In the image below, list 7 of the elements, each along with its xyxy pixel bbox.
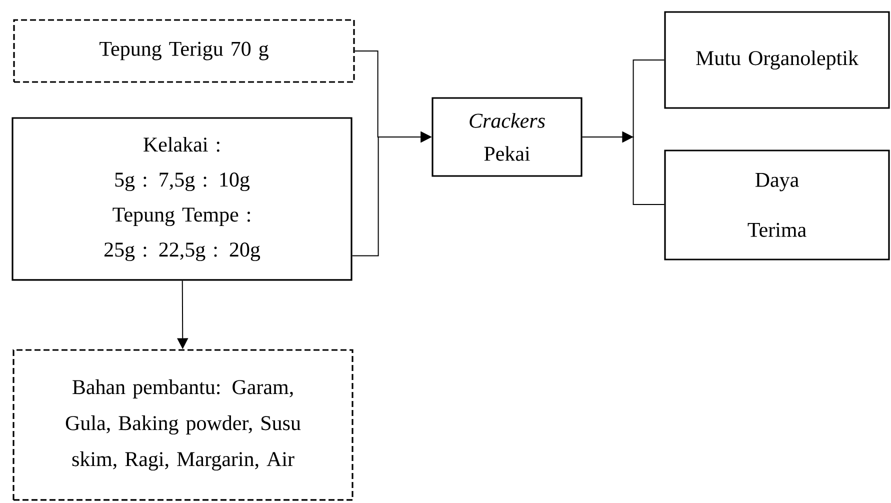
process-box: Mutu Organoleptik <box>664 11 890 109</box>
process-box: Daya Terima <box>664 150 890 260</box>
process-box: Kelakai : 5g : 7,5g : 10g Tepung Tempe : 25g : 22,5g : 20g <box>12 117 352 281</box>
arrow <box>582 131 665 205</box>
dashed-box: Bahan pembantu: Garam, Gula, Baking powder, Susu skim, Ragi, Margarin, Air <box>12 349 354 501</box>
dashed-box: Tepung Terigu 70 g <box>13 19 355 83</box>
process-box: Crackers Pekai <box>432 97 582 177</box>
